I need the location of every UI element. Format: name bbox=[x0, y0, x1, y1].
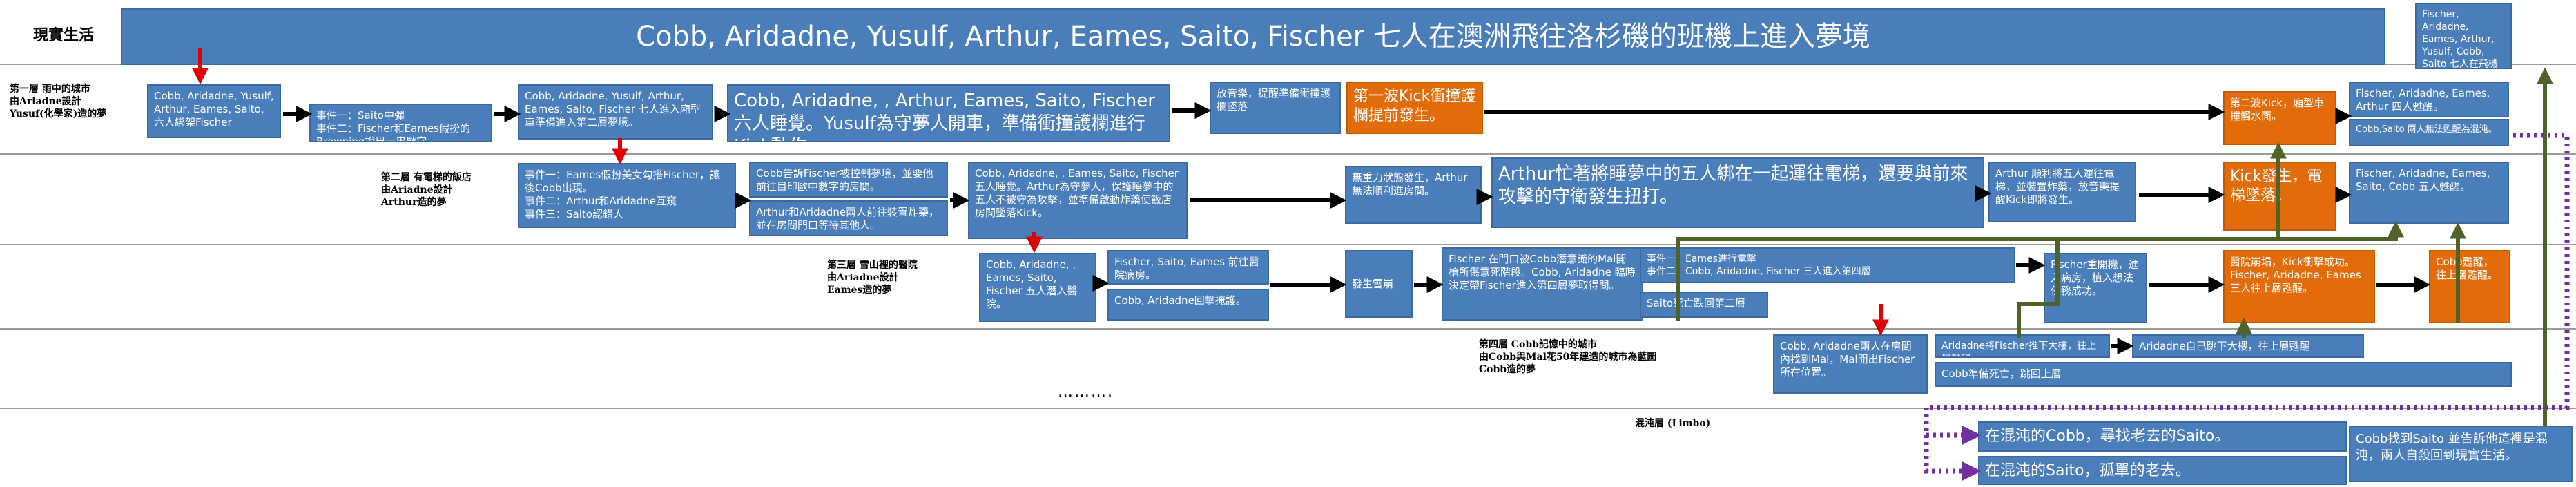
level-1-label: 第一層 雨中的城市 由Ariadne設計 Yusuf(化學家)造的夢 bbox=[10, 84, 107, 120]
reality-label: 現實生活 bbox=[33, 26, 95, 44]
limbo-return-box: Cobb找到Saito 並告訴他這裡是混沌，兩人自殺回到現實生活。 bbox=[2349, 426, 2573, 482]
level-3-label: 第三層 雪山裡的醫院 由Ariadne設計 Eames造的夢 bbox=[827, 260, 918, 296]
l3-collapse-box: 醫院崩塌，Kick衝擊成功。Fischer, Aridadne, Eames三人… bbox=[2223, 250, 2375, 323]
limbo-saito-box: 在混沌的Saito，孤單的老去。 bbox=[1978, 456, 2347, 485]
l2-bomb-box: Arthur和Aridadne兩人前往裝置炸藥，並在房間門口等待其他人。 bbox=[749, 200, 948, 236]
l3-events-box: 事件一：Eames進行電擊 事件二：Cobb, Aridadne, Fische… bbox=[1640, 247, 2015, 283]
level-separator bbox=[0, 328, 2576, 330]
l2-sleep-box: Cobb, Aridadne, , Eames, Saito, Fischer … bbox=[968, 162, 1188, 239]
purple-dotted-line bbox=[1924, 133, 2570, 437]
reality-title-box: Cobb, Aridadne, Yusulf, Arthur, Eames, S… bbox=[121, 8, 2385, 65]
l1-kick2-box: 第二波Kick，廂型車撞觸水面。 bbox=[2223, 91, 2336, 145]
l3-cobb-wake-box: Cobb甦醒，往上層甦醒。 bbox=[2429, 250, 2510, 323]
l4-cobb-die-box: Cobb準備死亡，跳回上層 bbox=[1935, 362, 2512, 387]
l2-arthur-box: Arthur忙著將睡夢中的五人綁在一起運往電梯，還要與前來攻擊的守衛發生扭打。 bbox=[1491, 157, 1984, 228]
ellipsis: ………. bbox=[1058, 383, 1114, 401]
l1-wake-box: Fischer, Aridadne, Eames, Arthur 四人甦醒。 bbox=[2349, 82, 2509, 117]
level-separator bbox=[0, 244, 2576, 245]
l3-saito-box: Saito死亡跌回第二層 bbox=[1640, 292, 1768, 318]
l2-zero-g-box: 無重力狀態發生，Arthur無法順利進房間。 bbox=[1345, 166, 1482, 224]
l4-ariadne-jump-box: Aridadne自己跳下大樓，往上層甦醒 bbox=[2132, 334, 2364, 358]
limbo-label: 混沌層 (Limbo) bbox=[1635, 418, 1711, 429]
l1-kick1-box: 第一波Kick衝撞護欄提前發生。 bbox=[1346, 82, 1483, 134]
l1-limbo-box: Cobb,Saito 兩人無法甦醒為混沌。 bbox=[2349, 119, 2509, 146]
green-arrow bbox=[2017, 220, 2404, 338]
l4-mal-box: Cobb, Aridadne兩人在房間內找到Mal，Mal開出Fischer所在… bbox=[1773, 334, 1928, 394]
level-2-label: 第二層 有電梯的飯店 由Ariadne設計 Arthur造的夢 bbox=[381, 172, 472, 208]
green-arrow bbox=[1676, 142, 2287, 321]
l1-van-box: Cobb, Aridadne, Yusulf, Arthur, Eames, S… bbox=[518, 84, 713, 140]
l1-music-box: 放音樂，提醒準備衝撞護欄墜落 bbox=[1210, 82, 1341, 134]
l2-elevator-box: Arthur 順利將五人運往電梯，並裝置炸藥，放音樂提醒Kick即將發生。 bbox=[1988, 162, 2136, 222]
l2-cobb-fischer-box: Cobb告訴Fischer被控制夢境，並要他前往目印歐中數字的房間。 bbox=[749, 162, 948, 198]
level-separator bbox=[0, 153, 2576, 155]
l3-restart-box: Fischer重開機，進入病房，植入想法任務成功。 bbox=[2044, 253, 2147, 323]
l4-fischer-jump-box: Aridadne將Fischer推下大樓，往上層甦醒 bbox=[1935, 334, 2110, 358]
l1-sleep-box: Cobb, Aridadne, , Arthur, Eames, Saito, … bbox=[727, 84, 1170, 142]
purple-dotted-arrow bbox=[1924, 435, 1982, 481]
limbo-cobb-box: 在混沌的Cobb，尋找老去的Saito。 bbox=[1978, 421, 2347, 452]
l3-shot-box: Fischer 在門口被Cobb潛意識的Mal開槍所傷意死階段。Cobb, Ar… bbox=[1442, 247, 1643, 321]
l3-cover-box: Cobb, Aridadne回擊掩護。 bbox=[1107, 289, 1269, 321]
l1-kidnap-box: Cobb, Aridadne, Yusulf, Arthur, Eames, S… bbox=[147, 84, 281, 138]
reality-wake-box: Fischer, Aridadne, Eames, Arthur, Yusulf… bbox=[2415, 3, 2512, 69]
level-separator bbox=[0, 408, 2576, 409]
level-4-label: 第四層 Cobb記憶中的城市 由Cobb與Mal花50年建造的城市為藍圖 Cob… bbox=[1479, 339, 1657, 375]
l2-kick-box: Kick發生，電梯墜落。 bbox=[2223, 162, 2336, 231]
l3-ward-box: Fischer, Saito, Eames 前往醫院病房。 bbox=[1107, 250, 1269, 285]
l1-events-box: 事件一：Saito中彈 事件二：Fischer和Eames假扮的Browning… bbox=[309, 104, 492, 142]
